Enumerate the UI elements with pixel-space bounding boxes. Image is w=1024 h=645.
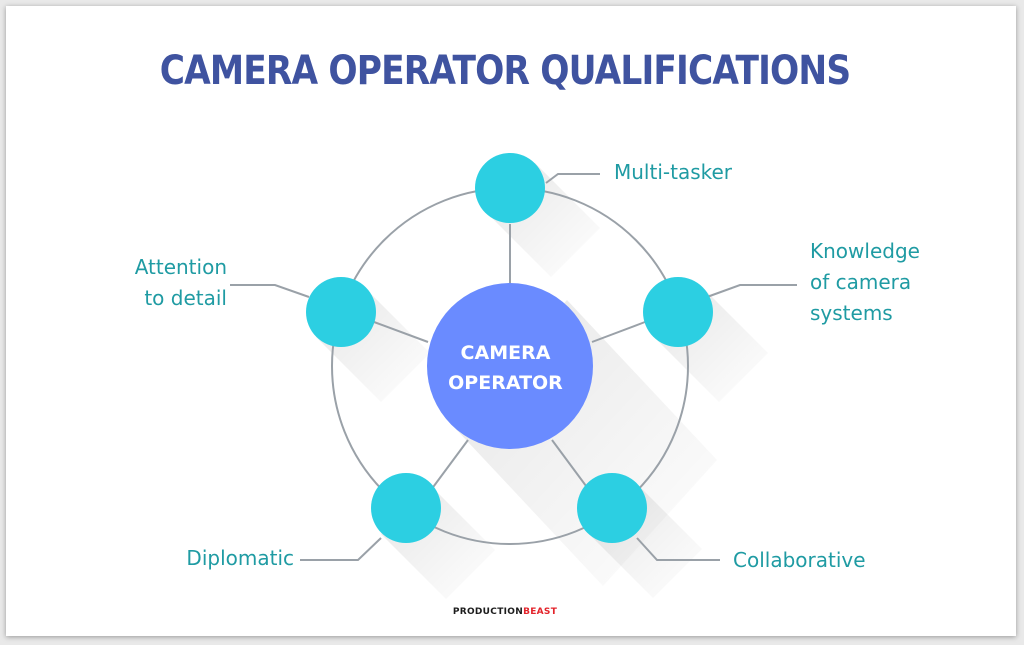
label-diplomatic: Diplomatic: [186, 546, 294, 570]
spoke-line: [551, 439, 593, 495]
leader-line: [300, 537, 382, 561]
node-multi-tasker: [475, 153, 545, 223]
label-collaborative: Collaborative: [733, 548, 866, 572]
spoke-line: [373, 321, 429, 343]
node-collaborative: [577, 473, 647, 543]
leader-lines: [230, 173, 797, 561]
leader-line: [230, 284, 310, 298]
spoke-line: [591, 321, 646, 343]
label-attention-to-detail: Attention to detail: [134, 255, 227, 310]
page-title: CAMERA OPERATOR QUALIFICATIONS: [159, 48, 851, 94]
node-attention-to-detail: [306, 277, 376, 347]
center-node-label: CAMERA OPERATOR: [448, 341, 563, 394]
brand-logo-part1: PRODUCTION: [452, 607, 524, 617]
leader-line: [636, 537, 720, 561]
brand-logo: PRODUCTIONBEAST: [0, 607, 1010, 617]
outer-nodes: [306, 153, 713, 543]
leader-line: [545, 173, 600, 184]
leader-line: [706, 284, 797, 298]
node-knowledge-of-camera-systems: [643, 277, 713, 347]
spoke-line: [427, 439, 469, 495]
brand-logo-part2: BEAST: [523, 607, 558, 617]
center-node: [427, 283, 593, 449]
spokes: [373, 224, 646, 495]
node-diplomatic: [371, 473, 441, 543]
label-knowledge-of-camera-systems: Knowledge of camera systems: [810, 239, 920, 325]
label-multi-tasker: Multi-tasker: [614, 160, 733, 184]
